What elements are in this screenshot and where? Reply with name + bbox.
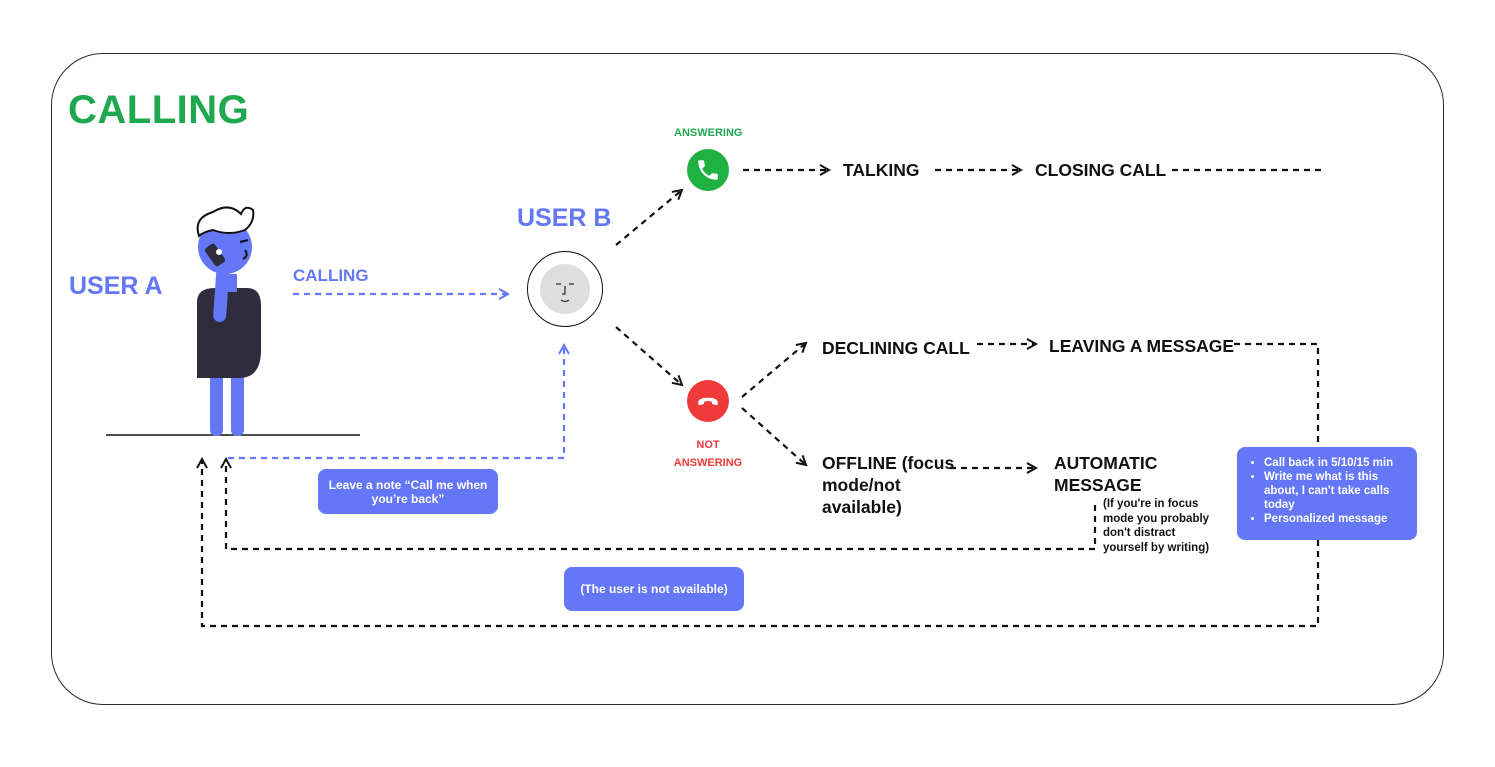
person-on-phone-icon [196, 206, 261, 436]
not-available-bubble: (The user is not available) [564, 567, 744, 611]
edge-to-offline [741, 407, 806, 465]
user-b-label: USER B [517, 204, 612, 232]
edge-to-declining [741, 343, 806, 398]
talking-node: TALKING [843, 160, 920, 180]
not-answering-label: NOT ANSWERING [673, 439, 743, 469]
focus-mode-note: (If you're in focus mode you probably do… [1103, 498, 1210, 554]
phone-icon [698, 160, 718, 180]
user-b-avatar [527, 251, 603, 327]
edge-automatic-return [226, 459, 1097, 551]
edge-to-not-answering [615, 326, 682, 385]
offline-node: OFFLINE (focus mode/not available) [822, 453, 955, 517]
automatic-message-node: AUTOMATIC MESSAGE [1054, 453, 1158, 495]
edge-to-answering [615, 190, 682, 246]
hang-up-icon [698, 397, 718, 406]
edge-leaving-to-options [1234, 342, 1320, 446]
edge-note-to-user-b [228, 345, 564, 460]
edge-options-return [202, 459, 1320, 628]
answer-button [687, 149, 729, 191]
user-a-label: USER A [69, 272, 163, 300]
message-options-bubble: Call back in 5/10/15 min Write me what i… [1237, 447, 1417, 540]
message-option: Call back in 5/10/15 min [1264, 456, 1407, 470]
diagram-frame [51, 53, 1444, 705]
message-option: Write me what is this about, I can't tak… [1264, 470, 1407, 512]
page-title: CALLING [68, 88, 250, 132]
message-option: Personalized message [1264, 512, 1407, 526]
calling-edge-label: CALLING [293, 266, 369, 285]
answering-label: ANSWERING [674, 127, 743, 139]
leave-note-bubble: Leave a note “Call me when you’re back” [318, 469, 498, 514]
face-icon [540, 264, 590, 314]
leaving-message-node: LEAVING A MESSAGE [1049, 336, 1235, 356]
declining-call-node: DECLINING CALL [822, 338, 970, 358]
closing-call-node: CLOSING CALL [1035, 160, 1167, 180]
decline-button [687, 380, 729, 422]
